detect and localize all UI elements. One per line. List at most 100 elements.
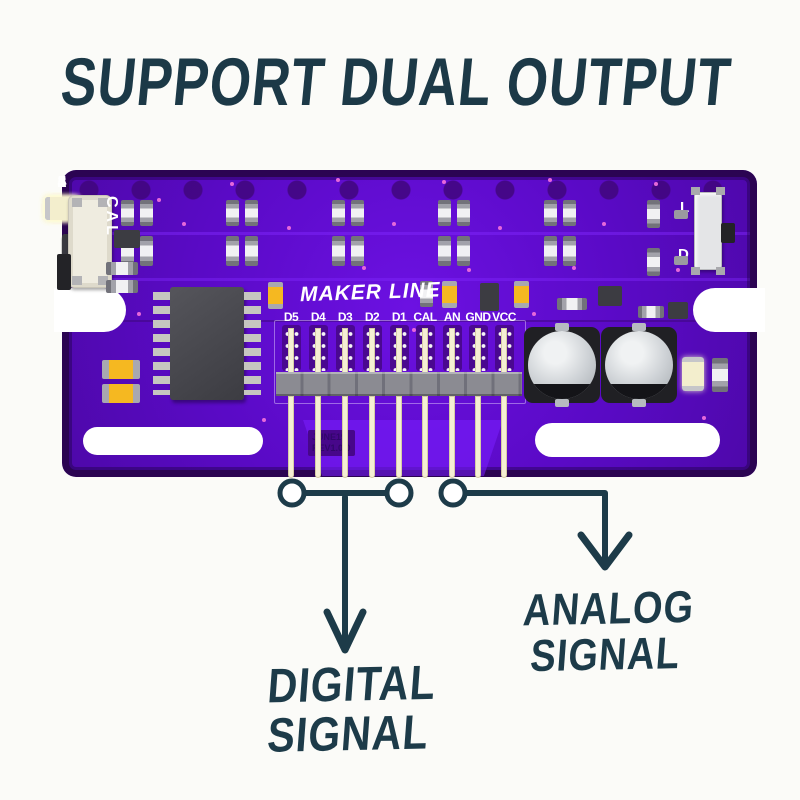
analog-arrow-head	[577, 531, 633, 571]
smd-chip	[480, 283, 499, 311]
led-number: 5	[57, 174, 67, 191]
cal-button	[57, 195, 112, 290]
resistor	[438, 200, 451, 226]
resistor	[332, 236, 345, 266]
resistor	[544, 200, 557, 226]
header-pin	[315, 396, 321, 478]
analog-connector-line	[462, 490, 608, 563]
header-pin	[449, 328, 455, 374]
resistor	[420, 281, 433, 307]
switch-label-dark: D	[678, 246, 689, 263]
pin-label: D5	[283, 310, 299, 324]
header-pin	[369, 396, 375, 478]
header-pin	[315, 328, 321, 374]
resistor-pair	[332, 236, 364, 266]
led-number: 1	[57, 174, 67, 191]
pin-label: D3	[337, 310, 353, 324]
capacitor-top	[605, 331, 673, 399]
header-pin	[396, 328, 402, 374]
resistor	[438, 236, 451, 266]
header-pin	[288, 328, 294, 374]
pin-label: GND	[465, 310, 491, 324]
resistor	[140, 236, 153, 266]
header-pin	[422, 328, 428, 374]
resistor	[106, 262, 138, 275]
resistor	[647, 200, 660, 228]
resistor-pair	[438, 236, 470, 266]
capacitor-top	[528, 331, 596, 399]
resistor	[647, 248, 660, 276]
resistor	[544, 236, 557, 266]
switch-pad	[674, 210, 688, 219]
transistor	[114, 230, 140, 248]
resistor	[351, 200, 364, 226]
transistor	[598, 286, 622, 306]
pin-label: D1	[391, 310, 407, 324]
pin-header-bar	[276, 372, 522, 396]
resistor-pair	[332, 200, 364, 226]
header-pin	[449, 396, 455, 478]
header-pin	[422, 396, 428, 478]
pin-marker-circle	[277, 478, 307, 508]
transistor	[668, 302, 688, 319]
board-name: MAKER LINE	[299, 278, 442, 307]
left-edge-notch	[54, 288, 126, 332]
resistor	[563, 236, 576, 266]
header-pin	[475, 396, 481, 478]
resistor	[351, 236, 364, 266]
page-title: SUPPORT DUAL OUTPUT	[57, 45, 735, 121]
pin-label: CAL	[413, 310, 437, 324]
resistor	[332, 200, 345, 226]
header-pin	[288, 396, 294, 478]
side-led	[682, 357, 704, 391]
pin-marker-circle	[438, 478, 468, 508]
pin-label: D2	[364, 310, 380, 324]
electrolytic-capacitor	[524, 323, 600, 407]
header-pin	[396, 396, 402, 478]
header-pin	[369, 328, 375, 374]
digital-arrow-head	[323, 608, 367, 654]
electrolytic-capacitor	[601, 323, 677, 407]
resistor	[712, 358, 728, 392]
digital-signal-label: DIGITAL SIGNAL	[265, 655, 439, 763]
pin-marker-circle	[384, 478, 414, 508]
resistor	[457, 236, 470, 266]
mode-switch-actuator	[721, 223, 735, 243]
analog-signal-label: ANALOG SIGNAL	[521, 582, 697, 682]
resistor-pair	[438, 200, 470, 226]
resistor	[557, 298, 587, 310]
resistor	[457, 200, 470, 226]
capacitor-yellow	[268, 282, 283, 309]
resistor	[226, 236, 239, 266]
capacitor-yellow	[102, 384, 140, 403]
switch-label-line: L	[680, 199, 690, 216]
header-pin	[342, 328, 348, 374]
header-pin	[342, 396, 348, 478]
mode-switch	[691, 187, 735, 275]
header-pin	[475, 328, 481, 374]
ic-chip	[153, 287, 261, 400]
capacitor-yellow	[102, 360, 140, 379]
pin-label: VCC	[492, 310, 516, 324]
header-pin	[501, 396, 507, 478]
resistor	[245, 236, 258, 266]
resistor	[563, 200, 576, 226]
resistor-pair	[544, 236, 576, 266]
resistor	[140, 200, 153, 226]
revision-line: JUNE19	[312, 432, 347, 442]
resistor	[638, 306, 664, 318]
led-number: 4	[57, 174, 67, 191]
resistor-pair	[226, 236, 258, 266]
capacitor-yellow	[442, 281, 457, 308]
resistor-pair	[226, 200, 258, 226]
cal-button-label: CAL	[103, 196, 120, 238]
led-number: 2	[57, 174, 67, 191]
resistor-pair	[121, 200, 153, 226]
right-edge-notch	[693, 288, 765, 332]
switch-pad	[674, 256, 688, 265]
resistor-pair	[544, 200, 576, 226]
pin-label: AN	[443, 310, 461, 324]
header-pin	[501, 328, 507, 374]
right-mounting-slot	[535, 423, 720, 457]
